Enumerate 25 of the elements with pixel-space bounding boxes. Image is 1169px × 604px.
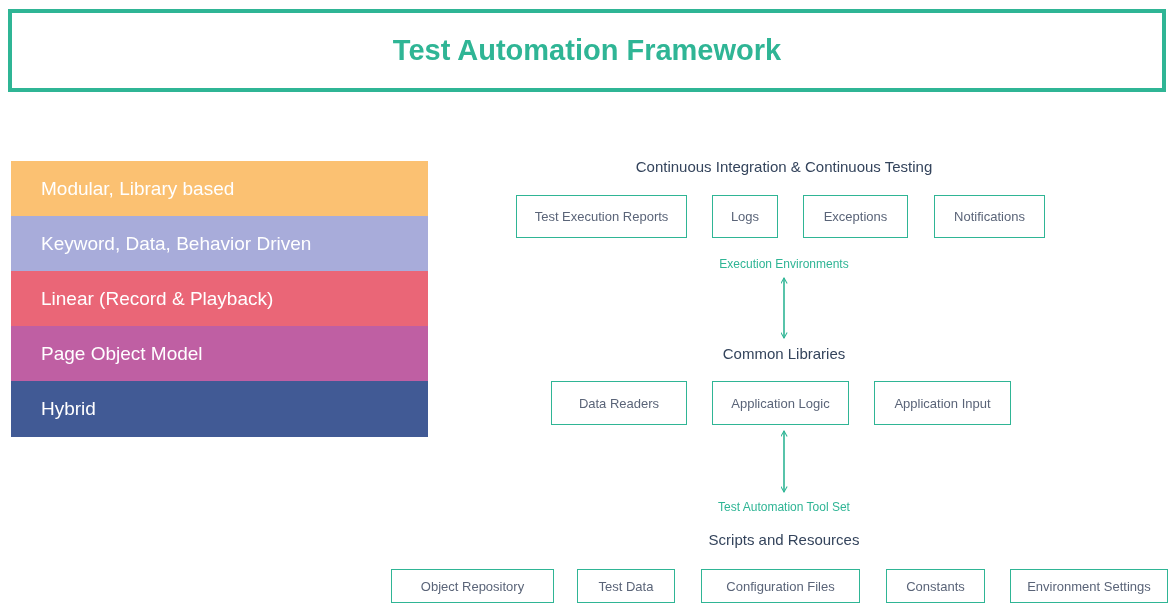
framework-type-band: Page Object Model [11,326,428,381]
component-box: Constants [886,569,985,603]
section-heading: Continuous Integration & Continuous Testing [635,158,933,175]
framework-type-band: Hybrid [11,381,428,437]
component-box: Logs [712,195,778,238]
double-arrow [780,277,788,339]
component-box: Notifications [934,195,1045,238]
section-heading: Common Libraries [684,344,884,363]
component-box: Data Readers [551,381,687,425]
framework-type-band: Linear (Record & Playback) [11,271,428,326]
framework-type-band: Keyword, Data, Behavior Driven [11,216,428,271]
component-box: Object Repository [391,569,554,603]
component-box: Configuration Files [701,569,860,603]
layer-label: Execution Environments [684,255,884,272]
component-box: Application Logic [712,381,849,425]
double-arrow [780,430,788,493]
component-box: Exceptions [803,195,908,238]
component-box: Application Input [874,381,1011,425]
component-box: Environment Settings [1010,569,1168,603]
component-box: Test Data [577,569,675,603]
title-banner: Test Automation Framework [8,9,1166,92]
framework-type-band: Modular, Library based [11,161,428,216]
component-box: Test Execution Reports [516,195,687,238]
section-heading: Scripts and Resources [708,531,860,548]
layer-label: Test Automation Tool Set [684,498,884,515]
